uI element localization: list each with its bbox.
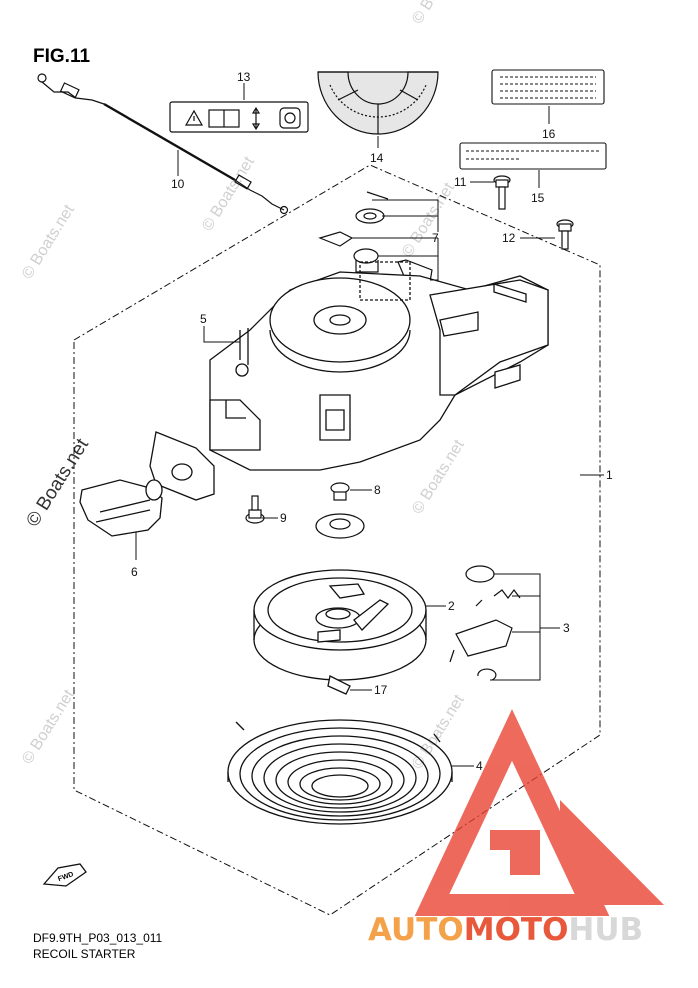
callout-leaders: [135, 83, 604, 767]
part-reel: [253, 569, 427, 695]
callout-1: 1: [606, 468, 613, 482]
callout-13: 13: [237, 70, 251, 84]
part-ratchet-set: [449, 565, 521, 681]
part-bolts-8-9: [245, 482, 350, 524]
part-cover-plate: [315, 513, 365, 539]
callout-4: 4: [476, 759, 483, 773]
logo-triangle-icon: [414, 709, 610, 916]
part-bolts-11-12: [493, 175, 574, 250]
logo-word-hub: HUB: [568, 912, 643, 948]
diagram-code: DF9.9TH_P03_013_011: [33, 931, 163, 945]
part-label-16: [491, 69, 605, 105]
callout-7: 7: [432, 231, 439, 245]
part-label-15: [459, 142, 607, 170]
part-recoil-case: [209, 261, 549, 471]
watermark: © Boats.net: [409, 692, 468, 773]
logo-word-moto: MOTO: [464, 912, 569, 948]
watermark-dark: © Boats.net: [22, 434, 93, 530]
automotohub-logo: [414, 709, 664, 916]
callout-10: 10: [171, 177, 185, 191]
callout-16: 16: [542, 127, 556, 141]
callout-14: 14: [370, 151, 384, 165]
callout-11: 11: [454, 175, 467, 189]
figure-title: FIG.11: [33, 46, 90, 67]
logo-side-icon: [560, 800, 664, 905]
callout-numbers: 1 2 3 4 5 6 7 8 9 10 11 12 13 14 15 16 1…: [131, 70, 613, 773]
fwd-arrow-icon: FWD: [42, 863, 87, 887]
callout-9: 9: [280, 511, 287, 525]
logo-inner-icon: [490, 830, 540, 875]
callout-5: 5: [200, 312, 207, 326]
callout-12: 12: [502, 231, 516, 245]
part-arc-decal: [317, 71, 439, 135]
watermark: © Boats.net: [409, 0, 468, 27]
watermark: © Boats.net: [409, 437, 468, 518]
callout-17: 17: [374, 683, 388, 697]
callout-6: 6: [131, 565, 138, 579]
part-warning-label: [169, 101, 309, 133]
logo-wordmark: AUTOMOTOHUB: [368, 912, 643, 948]
part-spiral-spring: [227, 719, 453, 825]
watermark: © Boats.net: [19, 687, 78, 768]
callout-2: 2: [448, 599, 455, 613]
part-starter-handle: [79, 431, 215, 537]
diagram-name: RECOIL STARTER: [33, 947, 136, 961]
logo-word-auto: AUTO: [368, 912, 464, 948]
callout-3: 3: [563, 621, 570, 635]
part-choke-cable: [37, 73, 289, 215]
watermark: © Boats.net: [19, 202, 78, 283]
watermark: © Boats.net: [399, 180, 458, 261]
callout-15: 15: [531, 191, 545, 205]
callout-8: 8: [374, 483, 381, 497]
